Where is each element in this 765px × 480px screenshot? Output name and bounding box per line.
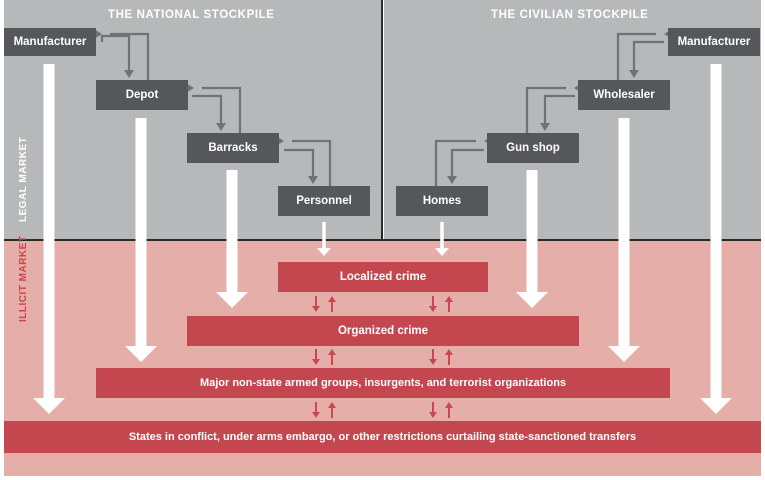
node-national-manufacturer: Manufacturer [4, 28, 96, 56]
exchange-armed-states-right-up-head [445, 402, 453, 408]
node-civilian-manufacturer: Manufacturer [668, 28, 760, 56]
flow-national-manufacturer-to-states-head [33, 398, 65, 414]
tier-localized-crime: Localized crime [278, 262, 488, 292]
loop-wholesaler-gunshop-down-line [543, 94, 575, 123]
loop-manufacturer-depot-down-head [124, 70, 134, 78]
loop-homes-gunshop-back-line [434, 139, 476, 186]
exchange-localized-organized-left-up-head [328, 296, 336, 302]
flow-wholesaler-to-armed-groups-head [608, 346, 640, 362]
loop-manufacturer-wholesaler-down-line [632, 40, 664, 70]
loop-personnel-barracks-back-line [292, 139, 332, 186]
loop-gunshop-homes-down-head [447, 176, 457, 184]
exchange-localized-organized-right-up-head [445, 296, 453, 302]
node-depot: Depot [96, 80, 188, 110]
market-divider [4, 239, 761, 241]
stockpile-divider [381, 0, 383, 240]
node-barracks: Barracks [187, 133, 279, 163]
node-gun-shop: Gun shop [487, 133, 579, 163]
loop-manufacturer-wholesaler-down-head [629, 70, 639, 78]
exchange-organized-armed-right-up-head [445, 349, 453, 355]
exchange-organized-armed-right-down-head [429, 359, 437, 365]
exchange-localized-organized-left-down-head [312, 306, 320, 312]
flow-depot-to-armed-groups-head [125, 346, 157, 362]
exchange-organized-armed-left-down-head [312, 359, 320, 365]
flow-civilian-manufacturer-to-states-head [700, 398, 732, 414]
exchange-armed-states-left-up-head [328, 402, 336, 408]
tier-armed-groups: Major non-state armed groups, insurgents… [96, 368, 670, 398]
tier-organized-crime: Organized crime [187, 316, 579, 346]
national-stockpile-title: THE NATIONAL STOCKPILE [108, 9, 275, 21]
loop-wholesaler-manufacturer-back-line [616, 32, 656, 80]
node-homes: Homes [396, 186, 488, 216]
exchange-localized-organized-right-down-head [429, 306, 437, 312]
loop-manufacturer-depot-down-line [100, 34, 131, 70]
loop-barracks-depot-back-head [186, 83, 194, 93]
exchange-armed-states-right-down-head [429, 412, 437, 418]
loop-depot-barracks-down-head [216, 123, 226, 131]
tier-states: States in conflict, under arms embargo, … [4, 421, 761, 453]
loop-barracks-personnel-down-line [284, 148, 315, 176]
loop-gunshop-homes-down-line [450, 148, 484, 176]
loop-depot-manufacturer-back-head [94, 29, 102, 39]
loop-barracks-depot-back-line [202, 86, 242, 133]
flow-homes-to-localized-crime-head [435, 248, 449, 256]
flow-barracks-to-organized-crime-head [216, 292, 248, 308]
exchange-armed-states-left-down-head [312, 412, 320, 418]
exchange-organized-armed-left-up-head [328, 349, 336, 355]
loop-gunshop-wholesaler-back-line [525, 86, 566, 133]
node-personnel: Personnel [278, 186, 370, 216]
flow-personnel-to-localized-crime-head [317, 248, 331, 256]
loop-wholesaler-gunshop-down-head [540, 123, 550, 131]
civilian-stockpile-title: THE CIVILIAN STOCKPILE [491, 9, 649, 21]
loop-barracks-personnel-down-head [308, 176, 318, 184]
node-wholesaler: Wholesaler [578, 80, 670, 110]
loop-depot-manufacturer-back-line [110, 32, 150, 80]
loop-depot-barracks-down-line [192, 94, 223, 123]
flow-gunshop-to-organized-crime-head [516, 292, 548, 308]
